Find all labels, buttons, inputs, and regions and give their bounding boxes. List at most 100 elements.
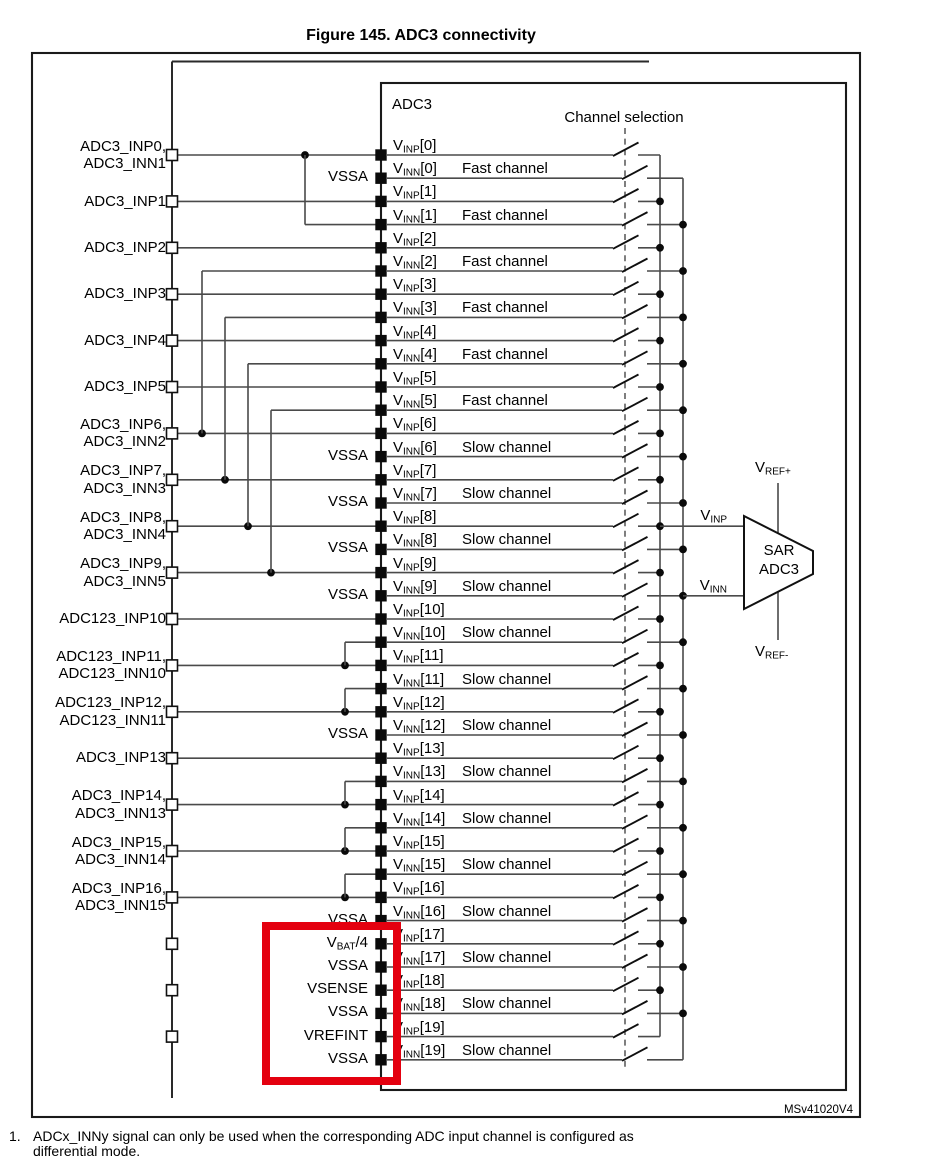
- footnote-marker: 1.: [9, 1128, 21, 1144]
- junction-dot: [679, 823, 687, 832]
- switch-blade: [612, 466, 639, 482]
- junction-dot: [656, 197, 664, 206]
- junction-dot: [679, 499, 687, 507]
- switch-blade: [612, 744, 639, 761]
- switch-blade: [612, 976, 639, 993]
- junction-dot: [656, 243, 664, 252]
- junction-dot: [656, 336, 664, 345]
- adc-pad: [375, 1007, 387, 1020]
- external-pin-square: [165, 612, 179, 626]
- external-pin-square: [165, 798, 179, 811]
- junction-dot: [679, 313, 687, 322]
- adc-pad: [375, 288, 387, 300]
- adc-pad: [375, 798, 387, 811]
- switch-blade: [621, 1000, 648, 1016]
- switch-blade: [621, 721, 648, 737]
- junction-dot: [679, 452, 687, 461]
- adc-pad: [375, 497, 387, 509]
- junction-dot: [656, 986, 664, 995]
- external-pin-square: [165, 937, 179, 951]
- adc-pad: [375, 149, 387, 161]
- adc-pad: [375, 752, 387, 764]
- junction-dot: [656, 615, 664, 623]
- adc-pad: [375, 404, 387, 416]
- adc-pad: [375, 706, 387, 718]
- switch-blade: [612, 512, 639, 529]
- switch-blade: [612, 605, 639, 621]
- switch-blade: [621, 675, 648, 691]
- switch-blade: [621, 1046, 648, 1062]
- adc-pad: [375, 334, 387, 347]
- junction-dot: [656, 893, 664, 902]
- switch-blade: [621, 768, 648, 784]
- switch-blade: [612, 652, 639, 668]
- adc-pad: [375, 613, 387, 625]
- junction-dot: [679, 545, 687, 554]
- junction-dot: [679, 638, 687, 647]
- junction-dot: [679, 267, 687, 275]
- adc-pad: [375, 427, 387, 440]
- junction-dot: [656, 383, 664, 391]
- adc-pad: [375, 543, 387, 556]
- adc3-box: [379, 81, 848, 1092]
- switch-blade: [612, 884, 639, 900]
- adc-pad: [375, 450, 387, 463]
- junction-dot: [679, 916, 687, 925]
- adc-pad: [375, 775, 387, 788]
- adc-pad: [375, 566, 387, 579]
- junction-dot: [656, 847, 664, 855]
- switch-blade: [621, 860, 648, 877]
- junction-dot: [656, 429, 664, 438]
- switch-blade: [621, 164, 648, 181]
- footnote-line1: ADCx_INNy signal can only be used when t…: [33, 1128, 634, 1144]
- adc-pad: [375, 218, 387, 231]
- external-pin-square: [165, 659, 179, 672]
- junction-dot: [679, 870, 687, 879]
- adc-pad: [375, 961, 387, 973]
- external-pin-square: [165, 1030, 179, 1043]
- outer-frame: [30, 51, 862, 1119]
- switch-blade: [612, 420, 639, 436]
- switch-blade: [621, 907, 648, 923]
- external-pin-square: [165, 705, 179, 719]
- external-pin-square: [165, 241, 179, 255]
- adc-pad: [375, 938, 387, 950]
- external-pin-square: [165, 287, 179, 301]
- red-highlight-box: [262, 922, 401, 1085]
- junction-dot: [656, 800, 664, 809]
- junction-dot: [679, 777, 687, 786]
- external-pin-square: [165, 566, 179, 579]
- switch-blade: [612, 930, 639, 946]
- adc-pad: [375, 195, 387, 208]
- external-pin-square: [165, 519, 179, 533]
- junction-dot: [656, 754, 664, 763]
- switch-blade: [612, 1023, 639, 1039]
- switch-blade: [621, 953, 648, 969]
- switch-blade: [621, 628, 648, 645]
- external-pin-square: [165, 751, 179, 765]
- footnote-line2: differential mode.: [33, 1143, 141, 1159]
- junction-dot: [656, 475, 664, 484]
- external-pin-square: [165, 148, 179, 162]
- adc-pad: [375, 729, 387, 741]
- adc-pad: [375, 822, 387, 834]
- switch-blade: [621, 257, 648, 273]
- footnote: ADCx_INNy signal can only be used when t…: [33, 1129, 634, 1159]
- switch-blade: [612, 141, 639, 157]
- switch-blade: [612, 280, 639, 297]
- switch-blade: [621, 814, 648, 830]
- sar-adc-shape: [743, 514, 814, 611]
- switch-blade: [612, 559, 639, 575]
- junction-dot: [656, 707, 664, 716]
- external-pin-square: [165, 380, 179, 394]
- adc-pad: [375, 636, 387, 648]
- junction-dot: [679, 1009, 687, 1018]
- junction-dot: [656, 661, 664, 670]
- adc-pad: [375, 914, 387, 927]
- junction-dot: [656, 939, 664, 948]
- switch-blade: [612, 373, 639, 389]
- junction-dot: [679, 220, 687, 229]
- switch-blade: [612, 837, 639, 853]
- external-pin-square: [165, 334, 179, 347]
- adc-pad: [375, 172, 387, 184]
